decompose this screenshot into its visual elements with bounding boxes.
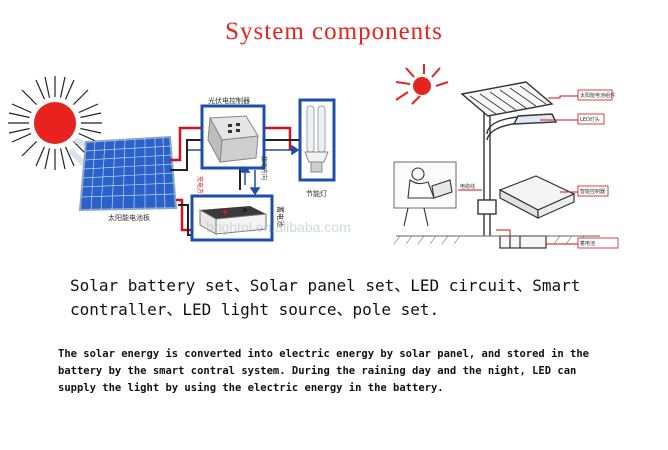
page-title: System components [225, 18, 443, 45]
worker-with-laptop-icon [393, 161, 457, 227]
smart-controller-box-icon [498, 175, 576, 219]
system-description: The solar energy is converted into elect… [58, 348, 590, 394]
panel-label: 太阳能电池板 [108, 213, 150, 222]
callout-boxes [577, 89, 619, 249]
callout-label: 电缆线 [460, 183, 475, 190]
callout-label: 智能控制器 [580, 188, 605, 195]
charge-controller-icon [200, 104, 266, 170]
battery-icon [190, 194, 274, 242]
red-cables [458, 95, 578, 245]
lamp-label: 节能灯 [306, 189, 327, 198]
charge-direction-label-2: 放电方向 [260, 156, 268, 180]
components-list: Solar battery set、Solar panel set、LED ci… [70, 276, 581, 319]
battery-box-icon [499, 235, 547, 249]
controller-label: 光伏电控制器 [208, 96, 250, 105]
callout-label: LED灯头 [580, 116, 600, 123]
charge-direction-label: 充电方向 [196, 176, 204, 200]
street-light-pole-icon [460, 81, 558, 236]
battery-label: 蓄电池 [276, 206, 285, 227]
callout-label: 蓄电池 [580, 240, 595, 247]
system-diagram: 太阳能电池板 光伏电控制器 充电方向 放电方向 [8, 64, 619, 249]
ground-line [393, 235, 600, 245]
watermark: brightol.en.alibaba.com [206, 219, 351, 235]
small-sun-icon [395, 64, 449, 105]
callout-label: 太阳能电池组件 [580, 92, 615, 99]
energy-saving-lamp-icon [298, 98, 336, 182]
sun-icon [8, 76, 102, 170]
solar-panel-icon [78, 135, 178, 212]
